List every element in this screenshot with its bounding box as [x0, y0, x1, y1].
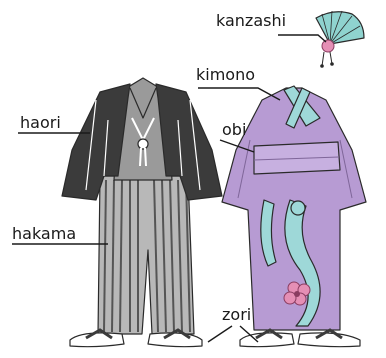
haori-right-panel — [155, 83, 223, 201]
mens-outfit — [61, 77, 223, 348]
peacock-tail — [260, 199, 277, 267]
zori-leader-2 — [239, 325, 259, 343]
haori-illustration — [61, 83, 223, 201]
obi-line — [253, 156, 340, 161]
hakama-illustration — [97, 175, 195, 335]
label-obi: obi — [222, 120, 246, 139]
haori-tie — [131, 117, 155, 167]
label-kimono: kimono — [196, 65, 255, 84]
peacock-pattern — [284, 199, 321, 327]
peacock-head — [290, 200, 306, 216]
hakama-stripes — [103, 179, 191, 333]
kimono-flower — [283, 281, 311, 306]
kanzashi-illustration — [315, 10, 365, 68]
haori-left-panel — [61, 83, 131, 201]
obi-leader — [219, 139, 255, 153]
label-kanzashi: kanzashi — [216, 11, 286, 30]
zori-leader — [207, 325, 233, 343]
womens-outfit — [221, 85, 367, 348]
label-zori: zori — [222, 305, 251, 324]
kanzashi-leader — [278, 34, 327, 43]
haori-fold-lines — [85, 99, 201, 191]
label-haori: haori — [20, 113, 61, 132]
kimono-collar-trim-right — [285, 87, 311, 129]
mens-zori — [69, 328, 203, 348]
kimono-leader — [198, 87, 281, 101]
kanzashi-flower — [321, 39, 335, 53]
label-hakama: hakama — [12, 224, 76, 243]
kosode-collar — [129, 87, 157, 119]
womens-zori — [239, 328, 361, 348]
